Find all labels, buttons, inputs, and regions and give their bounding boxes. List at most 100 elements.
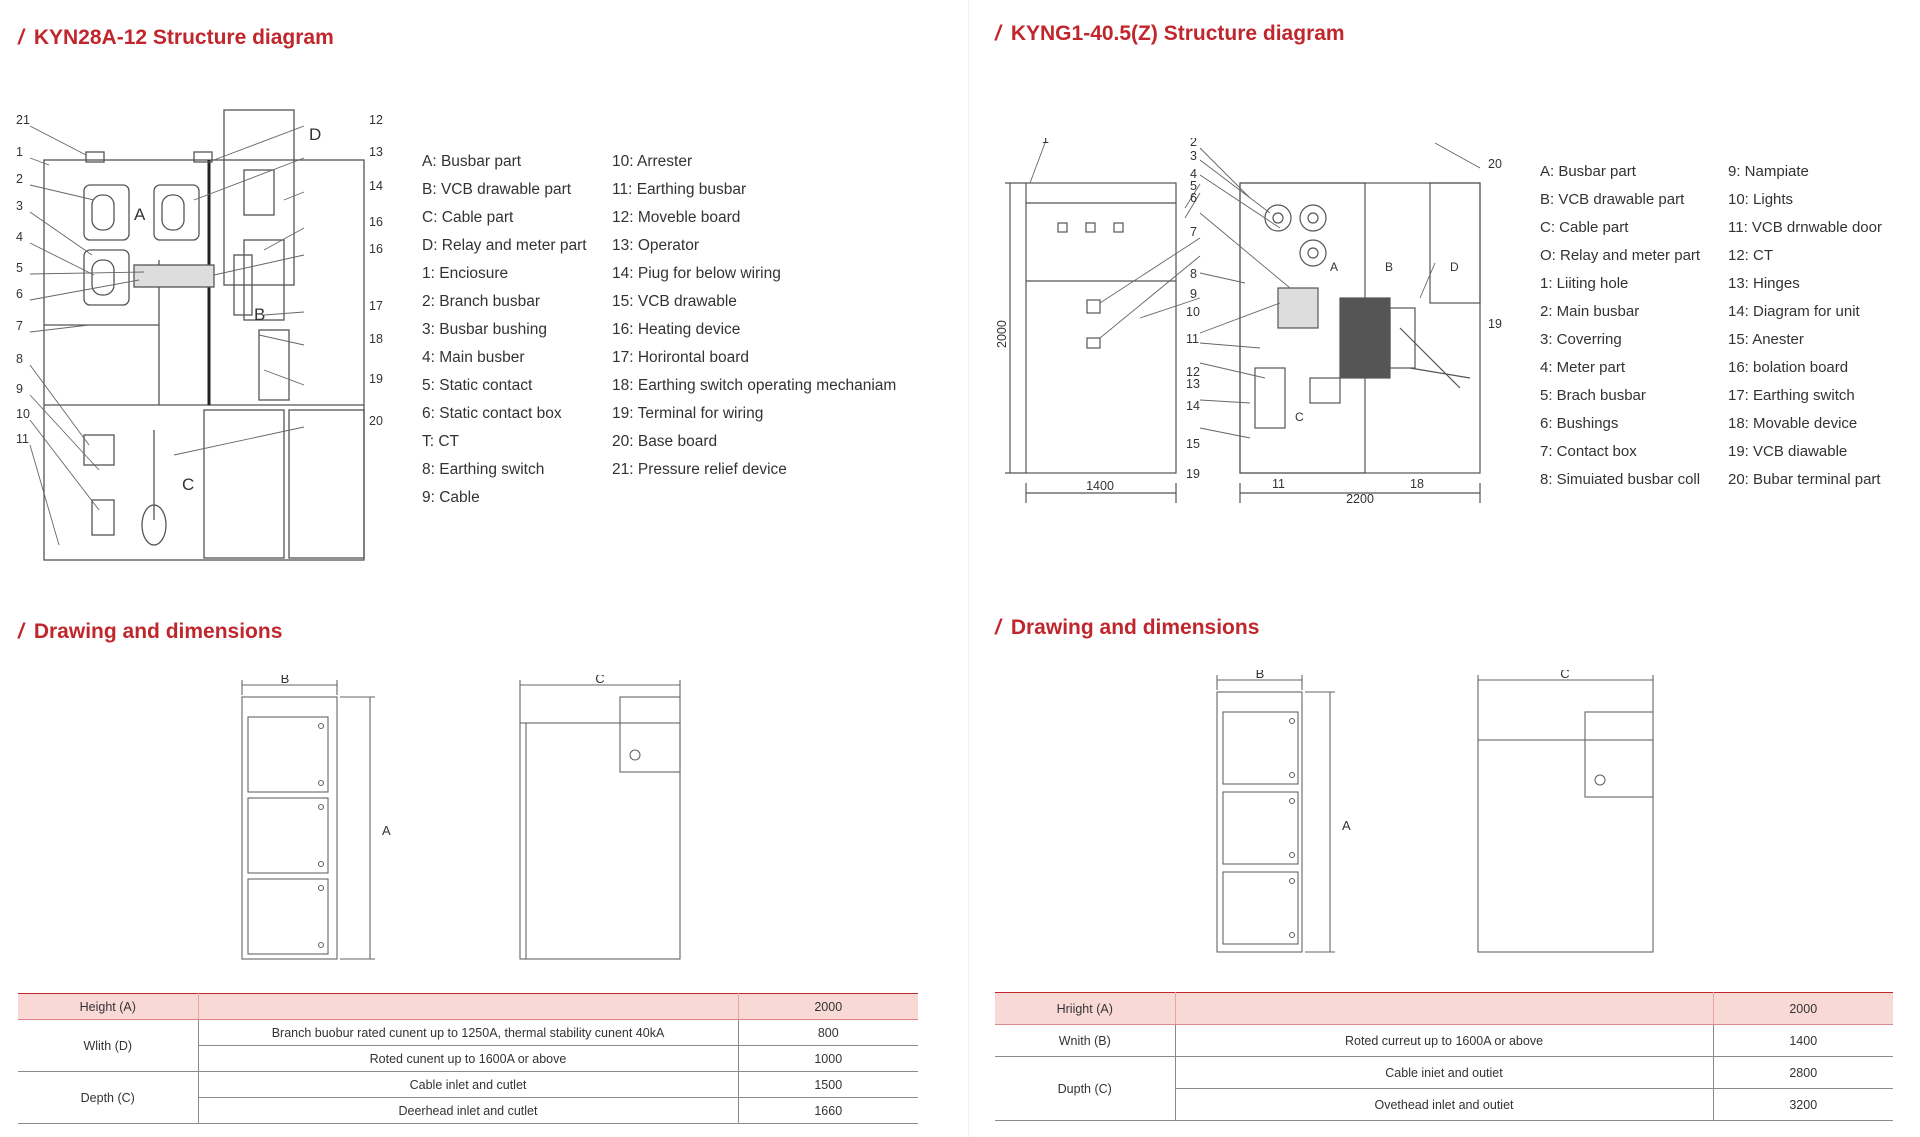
dim-label-b: B bbox=[1256, 670, 1265, 681]
callout-l-3: 3 bbox=[16, 199, 23, 213]
table-row: Wnith (B) Roted curreut up to 1600A or a… bbox=[995, 1024, 1893, 1057]
legend-item: 14: Diagram for unit bbox=[1728, 303, 1860, 320]
legend-item: 11: Earthing busbar bbox=[612, 181, 747, 198]
legend-item: 3: Coverring bbox=[1540, 331, 1622, 348]
callout-r-17: 17 bbox=[369, 299, 383, 313]
side-callout-19b: 19 bbox=[1186, 467, 1200, 481]
table-cell: Cable iniet and outiet bbox=[1175, 1056, 1714, 1089]
legend-item: 18: Movable device bbox=[1728, 415, 1858, 432]
kyn28a-structure-svg: 21 1 2 3 4 5 6 7 8 9 10 11 12 13 14 16 1… bbox=[16, 109, 383, 561]
callout-l-11: 11 bbox=[16, 432, 29, 446]
side-callout-8: 8 bbox=[1190, 267, 1197, 281]
legend-item: 19: Terminal for wiring bbox=[612, 405, 764, 422]
zone-label-d: D bbox=[309, 125, 321, 144]
callout-l-7: 7 bbox=[16, 319, 23, 333]
legend-item: 8: Simuiated busbar coll bbox=[1540, 471, 1701, 488]
legend-item: 6: Static contact box bbox=[422, 405, 562, 422]
legend-item: 2: Main busbar bbox=[1540, 303, 1640, 320]
legend-item: 16: Heating device bbox=[612, 321, 741, 338]
callout-l-4: 4 bbox=[16, 230, 23, 244]
legend-item: 5: Static contact bbox=[422, 377, 533, 394]
legend-item: T: CT bbox=[422, 433, 460, 450]
table-header-row: Hriight (A) 2000 bbox=[995, 992, 1893, 1025]
table-cell: Dupth (C) bbox=[995, 1056, 1176, 1121]
kyn28a-dimension-drawing: B A C bbox=[230, 675, 710, 975]
zone-label-a: A bbox=[1330, 260, 1338, 274]
legend-item: B: VCB drawable part bbox=[1540, 191, 1685, 208]
front-dim-width: 1400 bbox=[1086, 479, 1114, 493]
legend-item: 12: Moveble board bbox=[612, 209, 741, 226]
legend-item: 1: Liiting hole bbox=[1540, 275, 1629, 292]
legend-item: 3: Busbar bushing bbox=[422, 321, 547, 338]
table-cell: Cable inlet and cutlet bbox=[198, 1071, 739, 1098]
legend-item: 4: Meter part bbox=[1540, 359, 1626, 376]
callout-l-21: 21 bbox=[16, 113, 30, 127]
legend-item: 11: VCB drnwable door bbox=[1728, 219, 1882, 236]
legend-item: 17: Horirontal board bbox=[612, 349, 749, 366]
legend-item: 20: Base board bbox=[612, 433, 718, 450]
table-row: Roted cunent up to 1600A or above 1000 bbox=[18, 1045, 918, 1072]
side-callout-3: 3 bbox=[1190, 149, 1197, 163]
table-cell bbox=[198, 993, 739, 1020]
callout-r-18: 18 bbox=[369, 332, 383, 346]
left-legend-col1: A: Busbar part B: VCB drawable part C: C… bbox=[422, 148, 587, 512]
side-callout-7: 7 bbox=[1190, 225, 1197, 239]
legend-item: 7: Contact box bbox=[1540, 443, 1637, 460]
legend-item: 21: Pressure relief device bbox=[612, 461, 787, 478]
legend-item: 19: VCB diawable bbox=[1728, 443, 1848, 460]
left-column: /KYN28A-12 Structure diagram bbox=[16, 26, 918, 1124]
table-cell: 2800 bbox=[1713, 1056, 1893, 1089]
table-cell: 1500 bbox=[738, 1071, 918, 1098]
dim-label-b: B bbox=[281, 675, 290, 686]
legend-item: C: Cable part bbox=[1540, 219, 1629, 236]
side-callout-15: 15 bbox=[1186, 437, 1200, 451]
table-header-row: Height (A) 2000 bbox=[18, 993, 918, 1020]
callout-r-16b: 16 bbox=[369, 242, 383, 256]
left-dimension-table: Height (A) 2000 Wlith (D) Branch buobur … bbox=[18, 993, 918, 1124]
table-cell: Roted curreut up to 1600A or above bbox=[1175, 1024, 1714, 1057]
front-callout-1: 1 bbox=[1042, 138, 1049, 146]
legend-item: B: VCB drawable part bbox=[422, 181, 572, 198]
side-callout-11b: 11 bbox=[1272, 477, 1285, 491]
right-dimension-table: Hriight (A) 2000 Wnith (B) Roted curreut… bbox=[995, 992, 1893, 1121]
zone-label-c: C bbox=[182, 475, 194, 494]
callout-r-20: 20 bbox=[369, 414, 383, 428]
table-cell: 2000 bbox=[1713, 992, 1893, 1025]
dim-label-a: A bbox=[1342, 818, 1351, 833]
callout-l-5: 5 bbox=[16, 261, 23, 275]
table-row: Wlith (D) Branch buobur rated cunent up … bbox=[18, 1019, 918, 1072]
kyng1-dimension-drawing: B A C bbox=[1205, 670, 1685, 970]
side-dim-width: 2200 bbox=[1346, 492, 1374, 506]
left-structure-heading: /KYN28A-12 Structure diagram bbox=[18, 26, 334, 49]
legend-item: 18: Earthing switch operating mechaniam bbox=[612, 377, 897, 394]
table-cell: 2000 bbox=[738, 993, 918, 1020]
right-structure-heading: /KYNG1-40.5(Z) Structure diagram bbox=[995, 22, 1345, 45]
legend-item: 17: Earthing switch bbox=[1728, 387, 1855, 404]
callout-r-12: 12 bbox=[369, 113, 383, 127]
side-callout-20: 20 bbox=[1488, 157, 1502, 171]
side-callout-11: 11 bbox=[1186, 332, 1199, 346]
right-legend-col1: A: Busbar part B: VCB drawable part C: C… bbox=[1540, 158, 1700, 494]
table-cell: 1000 bbox=[738, 1045, 918, 1072]
side-callout-2: 2 bbox=[1190, 138, 1197, 149]
side-callout-19: 19 bbox=[1488, 317, 1502, 331]
callout-r-16a: 16 bbox=[369, 215, 383, 229]
legend-item: 10: Arrester bbox=[612, 153, 693, 170]
table-row: Depth (C) Cable inlet and cutlet 1500 bbox=[18, 1071, 918, 1124]
left-legend-col2: 10: Arrester 11: Earthing busbar 12: Mov… bbox=[612, 148, 896, 484]
table-cell: 3200 bbox=[1713, 1088, 1893, 1121]
table-cell: Deerhead inlet and cutlet bbox=[198, 1097, 739, 1124]
zone-label-a: A bbox=[134, 205, 146, 224]
table-cell: Branch buobur rated cunent up to 1250A, … bbox=[198, 1019, 739, 1046]
column-divider bbox=[968, 0, 969, 1137]
legend-item: 6: Bushings bbox=[1540, 415, 1619, 432]
front-dim-height: 2000 bbox=[995, 320, 1009, 348]
right-drawing-heading: /Drawing and dimensions bbox=[995, 616, 1260, 639]
right-legend-col2: 9: Nampiate 10: Lights 11: VCB drnwable … bbox=[1728, 158, 1882, 494]
legend-item: 2: Branch busbar bbox=[422, 293, 541, 310]
table-cell: Wnith (B) bbox=[995, 1024, 1176, 1057]
kyng1-structure-diagram: 1 2000 1400 2 3 4 5 6 7 8 9 10 11 12 13 … bbox=[990, 138, 1530, 518]
dim-label-c: C bbox=[595, 675, 604, 686]
side-callout-13: 13 bbox=[1186, 377, 1200, 391]
side-callout-14: 14 bbox=[1186, 399, 1200, 413]
